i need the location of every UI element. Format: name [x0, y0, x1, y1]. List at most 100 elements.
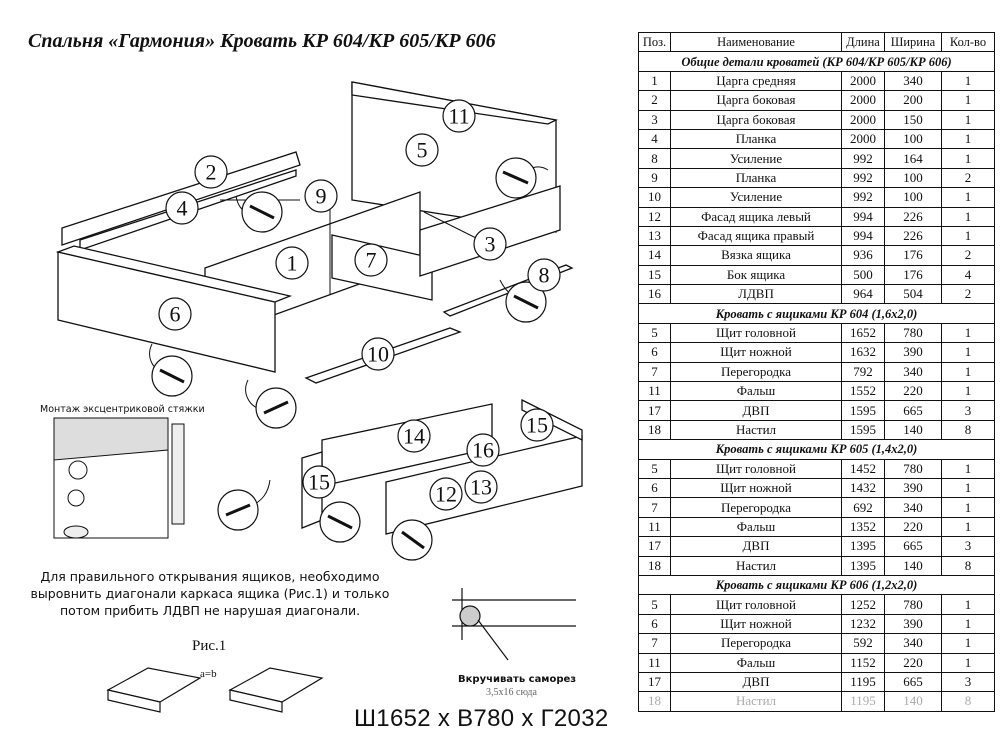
cell-name: Усиление	[670, 187, 842, 208]
cell-pos: 2	[638, 90, 671, 111]
cell-qty: 1	[941, 187, 995, 208]
cell-qty: 2	[941, 167, 995, 189]
cell-pos: 13	[638, 225, 671, 247]
cell-qty: 3	[941, 536, 995, 557]
cell-length: 994	[841, 206, 885, 227]
section-title: Общие детали кроватей (КР 604/КР 605/КР …	[638, 51, 995, 72]
cell-name: Планка	[670, 128, 842, 150]
document-title: Спальня «Гармония» Кровать КР 604/КР 605…	[28, 30, 496, 52]
cell-pos: 10	[638, 187, 671, 208]
cell-length: 1152	[841, 652, 885, 673]
cell-qty: 8	[941, 555, 995, 576]
cell-length: 1595	[841, 400, 885, 421]
cell-length: 994	[841, 225, 885, 247]
parts-table: Поз. Наименование Длина Ширина Кол-во Об…	[638, 31, 995, 712]
cell-qty: 1	[941, 381, 995, 402]
cell-name: Настил	[670, 555, 842, 576]
table-section-row: Кровать с ящиками КР 604 (1,6х2,0)	[638, 303, 995, 324]
cell-width: 100	[884, 167, 942, 189]
part-label-8: 8	[539, 263, 550, 288]
assembly-note: Для правильного открывания ящиков, необх…	[30, 569, 390, 618]
table-section-row: Кровать с ящиками КР 606 (1,2х2,0)	[638, 574, 995, 596]
cell-length: 792	[841, 361, 885, 383]
cell-qty: 1	[941, 361, 995, 383]
cell-name: Планка	[670, 167, 842, 189]
hint-subtitle: 3,5х16 сюда	[486, 687, 537, 698]
cell-pos: 6	[638, 477, 671, 499]
cell-pos: 11	[638, 652, 671, 673]
part-label-5: 5	[417, 138, 428, 163]
cell-pos: 4	[638, 128, 671, 150]
cell-name: Усиление	[670, 148, 842, 169]
cell-length: 936	[841, 245, 885, 266]
header-name: Наименование	[670, 31, 842, 53]
cell-length: 992	[841, 167, 885, 189]
cell-name: ДВП	[670, 536, 842, 557]
cell-length: 2000	[841, 128, 885, 150]
cell-name: Перегородка	[670, 361, 842, 383]
cell-name: ДВП	[670, 400, 842, 421]
cell-pos: 11	[638, 516, 671, 538]
cell-name: Фасад ящика правый	[670, 225, 842, 247]
part-label-1: 1	[287, 251, 298, 276]
cell-pos: 7	[638, 497, 671, 518]
cell-length: 1232	[841, 613, 885, 635]
section-title: Кровать с ящиками КР 604 (1,6х2,0)	[638, 303, 995, 324]
cell-width: 665	[884, 400, 942, 421]
part-label-11: 11	[448, 104, 469, 129]
part-label-3: 3	[485, 232, 496, 257]
cell-width: 665	[884, 536, 942, 557]
cell-pos: 6	[638, 613, 671, 635]
cell-width: 100	[884, 187, 942, 208]
cell-qty: 1	[941, 225, 995, 247]
header-length: Длина	[841, 31, 885, 53]
table-header-row: Поз. Наименование Длина Ширина Кол-во	[638, 31, 995, 53]
cell-pos: 18	[638, 419, 671, 441]
cell-width: 340	[884, 70, 942, 92]
cell-width: 176	[884, 264, 942, 286]
cell-width: 226	[884, 206, 942, 227]
cell-width: 390	[884, 342, 942, 363]
cell-name: Фальш	[670, 516, 842, 538]
cell-length: 1432	[841, 477, 885, 499]
dimensions-caption: Ш1652 х В780 х Г2032	[354, 705, 609, 732]
cell-pos: 16	[638, 284, 671, 305]
cell-name: Царга боковая	[670, 109, 842, 130]
header-pos: Поз.	[638, 31, 671, 53]
cell-pos: 18	[638, 555, 671, 576]
cell-name: Вязка ящика	[670, 245, 842, 266]
cell-length: 500	[841, 264, 885, 286]
cell-width: 140	[884, 419, 942, 441]
cell-length: 1195	[841, 691, 885, 712]
table-body: Общие детали кроватей (КР 604/КР 605/КР …	[638, 51, 995, 712]
cell-qty: 8	[941, 419, 995, 441]
cell-length: 1395	[841, 536, 885, 557]
cell-length: 1552	[841, 381, 885, 402]
cell-name: Щит ножной	[670, 613, 842, 635]
part-label-13: 13	[470, 475, 492, 500]
cell-qty: 1	[941, 652, 995, 673]
cell-length: 692	[841, 497, 885, 518]
cell-qty: 1	[941, 613, 995, 635]
cell-qty: 1	[941, 342, 995, 363]
part-label-15-left: 15	[308, 470, 330, 495]
inset-title: Монтаж эксцентриковой стяжки	[40, 404, 205, 415]
cell-width: 220	[884, 652, 942, 673]
part-label-14: 14	[403, 424, 425, 449]
cell-width: 665	[884, 671, 942, 693]
cell-pos: 17	[638, 400, 671, 421]
